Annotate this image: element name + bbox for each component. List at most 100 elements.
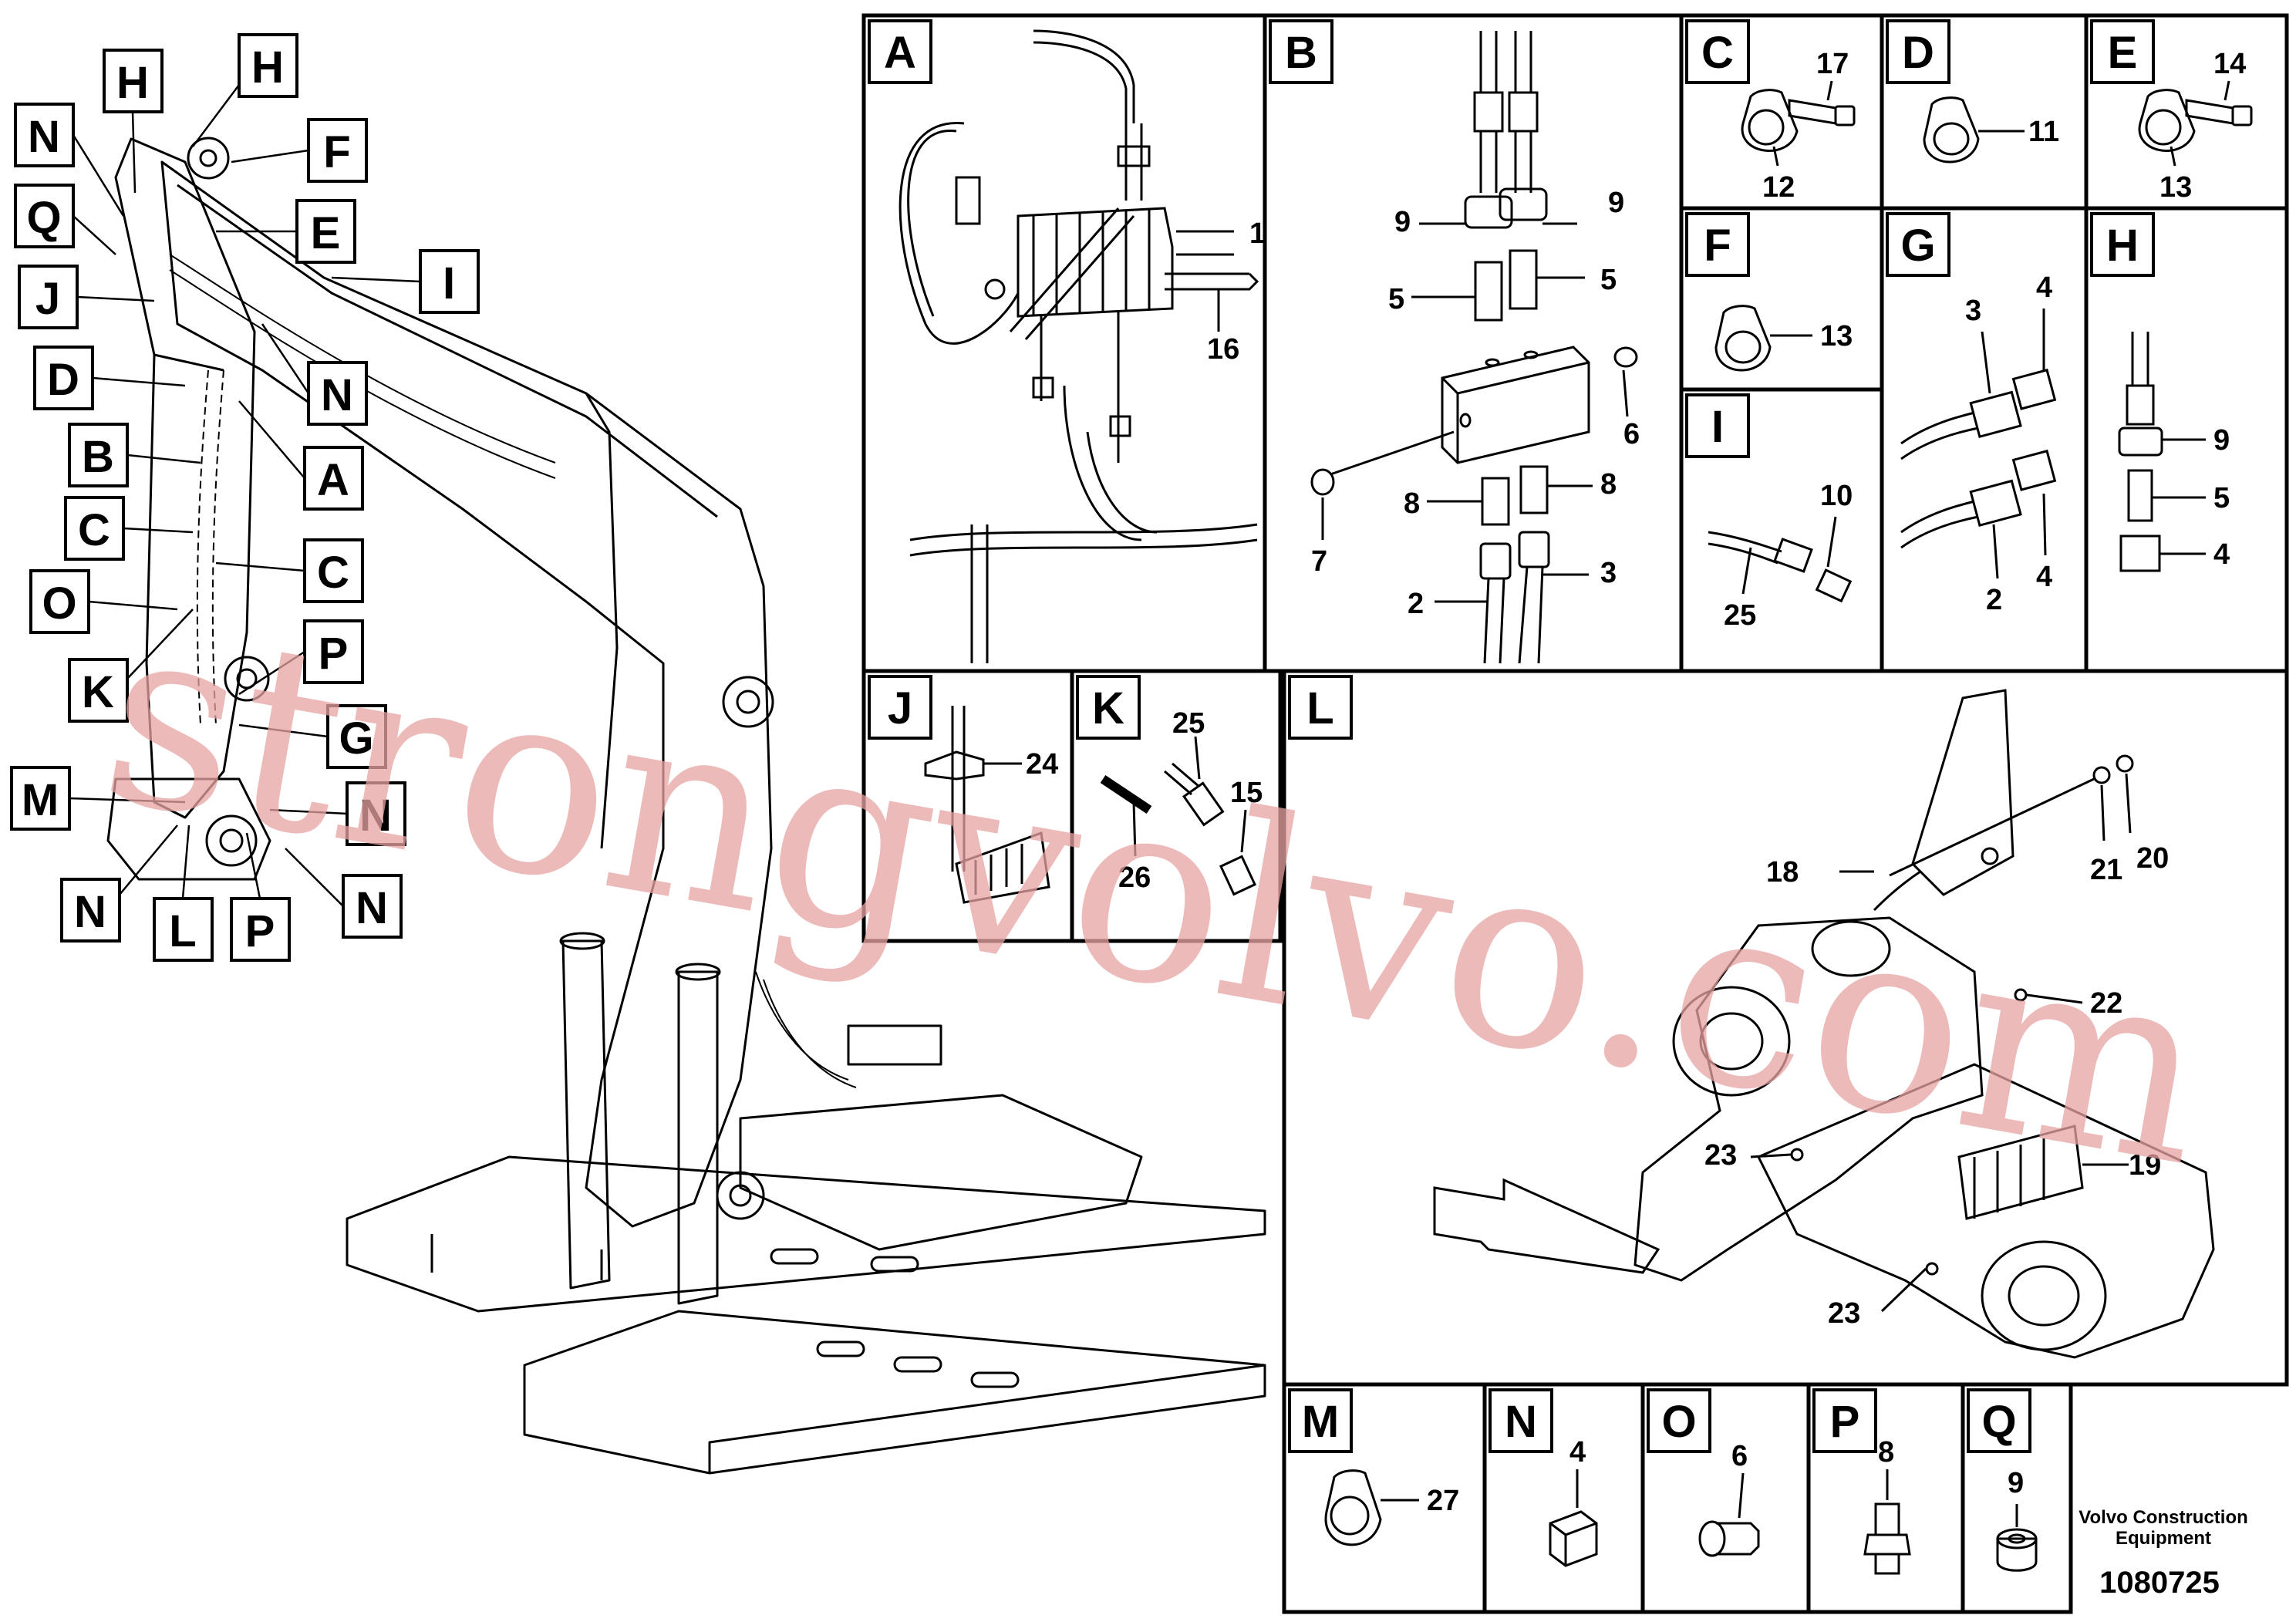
panel-B-callout-6: 6 (1623, 418, 1640, 450)
brand-line-1: Volvo Construction (2079, 1507, 2248, 1528)
panel-B-callout-9-left: 9 (1394, 206, 1411, 238)
panel-B-callout-9-right: 9 (1608, 187, 1624, 219)
panel-A-callout-16: 16 (1207, 333, 1239, 366)
panel-P-callout-8: 8 (1878, 1436, 1894, 1469)
panel-J-letter: J (888, 683, 912, 733)
panel-I-artwork (1708, 516, 1853, 603)
panel-B-letter: B (1285, 28, 1317, 78)
panel-D-callouts: 11 (2028, 116, 2059, 148)
label-A: A (317, 455, 349, 505)
main-label-text: H H N F Q E I J N D A B C C O P K G M N … (22, 42, 455, 956)
panel-B-callout-2: 2 (1408, 588, 1424, 620)
panel-D-callout-11: 11 (2028, 116, 2059, 148)
panel-K-callout-15: 15 (1230, 777, 1263, 809)
label-H-2: H (251, 42, 284, 93)
panel-L-artwork (1433, 689, 2215, 1359)
label-N-5: N (356, 883, 388, 933)
panel-M-letter: M (1302, 1397, 1339, 1447)
panel-I-callout-25: 25 (1724, 599, 1756, 632)
label-N-4: N (74, 887, 106, 937)
label-C-1: C (78, 505, 110, 555)
panel-L-callouts: 18 21 20 22 23 19 23 (1704, 842, 2169, 1330)
panel-G-callout-2: 2 (1986, 584, 2002, 616)
panel-L-callout-21: 21 (2090, 854, 2122, 886)
panel-G-letter: G (1900, 221, 1935, 271)
label-F: F (323, 127, 350, 177)
panel-P-callouts: 8 (1878, 1436, 1894, 1469)
panel-O-artwork (1698, 1472, 1760, 1557)
panel-L-callout-19: 19 (2129, 1149, 2161, 1182)
panel-K-letter: K (1092, 683, 1124, 733)
machine-illustration (106, 137, 1266, 1475)
panel-L-letter: L (1306, 683, 1333, 733)
panel-H-callout-5: 5 (2213, 482, 2230, 514)
label-Q: Q (26, 193, 61, 243)
panel-K-callouts: 25 15 26 (1118, 707, 1263, 894)
label-C-2: C (317, 548, 349, 598)
panel-E-artwork (2138, 80, 2253, 167)
label-I: I (443, 258, 455, 309)
panel-G-callout-4-bottom: 4 (2036, 561, 2052, 593)
panel-A-callout-1: 1 (1249, 218, 1266, 250)
label-J: J (35, 274, 60, 324)
panel-K-artwork (1100, 736, 1257, 896)
panel-P-artwork (1863, 1469, 1911, 1575)
panel-B-callout-8-right: 8 (1600, 468, 1617, 501)
panel-J-callout-24: 24 (1026, 748, 1058, 781)
label-G: G (339, 713, 373, 764)
panel-E-letter: E (2108, 28, 2138, 78)
panel-F-artwork (1714, 305, 1812, 372)
panel-G-callout-3: 3 (1965, 295, 1981, 327)
panel-E-callout-13: 13 (2159, 171, 2192, 204)
panel-A-callouts: 1 16 (1207, 218, 1266, 366)
panel-L-callout-20: 20 (2136, 842, 2169, 875)
panel-E-callout-14: 14 (2213, 48, 2246, 80)
panel-H-callouts: 9 5 4 (2213, 424, 2230, 571)
panel-D-letter: D (1902, 28, 1934, 78)
label-E: E (311, 208, 341, 258)
panel-P-letter: P (1830, 1397, 1860, 1447)
panel-G-callout-4-top: 4 (2036, 271, 2052, 304)
panel-H-artwork (2118, 332, 2206, 572)
panel-N-callouts: 4 (1569, 1436, 1586, 1469)
panel-letters: A B C D E F I G H J K L M N O P Q (884, 28, 2139, 1447)
panel-C-letter: C (1701, 28, 1734, 78)
panel-I-callout-10: 10 (1820, 480, 1853, 512)
panel-B-callout-3: 3 (1600, 557, 1617, 589)
panel-L-callout-23-top: 23 (1704, 1139, 1737, 1172)
label-N-3: N (359, 791, 392, 841)
panel-D-artwork (1923, 96, 2025, 164)
watermark-text: strongvolvo.com (86, 563, 2228, 1223)
panel-H-callout-9: 9 (2213, 424, 2230, 457)
panel-I-letter: I (1711, 402, 1724, 452)
panel-G-artwork (1900, 309, 2057, 579)
panel-O-letter: O (1661, 1397, 1696, 1447)
panel-M-callout-27: 27 (1427, 1485, 1459, 1517)
main-leader-lines (69, 84, 421, 907)
panel-Q-letter: Q (1981, 1397, 2016, 1447)
panel-F-callouts: 13 (1820, 320, 1853, 352)
label-B: B (82, 432, 114, 482)
panel-K-callout-25: 25 (1172, 707, 1205, 740)
panel-J-callouts: 24 (1026, 748, 1058, 781)
label-P-1: P (319, 629, 349, 679)
drawing-number: 1080725 (2099, 1566, 2220, 1600)
panel-M-callouts: 27 (1427, 1485, 1459, 1517)
panel-C-callouts: 17 12 (1762, 48, 1849, 204)
panel-A-letter: A (884, 28, 916, 78)
panel-Q-callouts: 9 (2008, 1467, 2024, 1499)
panel-N-callout-4: 4 (1569, 1436, 1586, 1469)
panel-F-letter: F (1704, 221, 1731, 271)
panel-L-callout-23-bottom: 23 (1828, 1297, 1860, 1330)
panel-Q-callout-9: 9 (2008, 1467, 2024, 1499)
panel-B-callout-8-left: 8 (1404, 487, 1420, 520)
panel-C-callout-12: 12 (1762, 171, 1795, 204)
panel-B-callout-5-right: 5 (1600, 264, 1617, 296)
panel-borders (861, 13, 2289, 1614)
panel-G-callouts: 3 4 2 4 (1965, 271, 2052, 616)
panel-C-callout-17: 17 (1816, 48, 1849, 80)
label-H-1: H (116, 58, 149, 108)
panel-J-artwork (924, 706, 1050, 904)
